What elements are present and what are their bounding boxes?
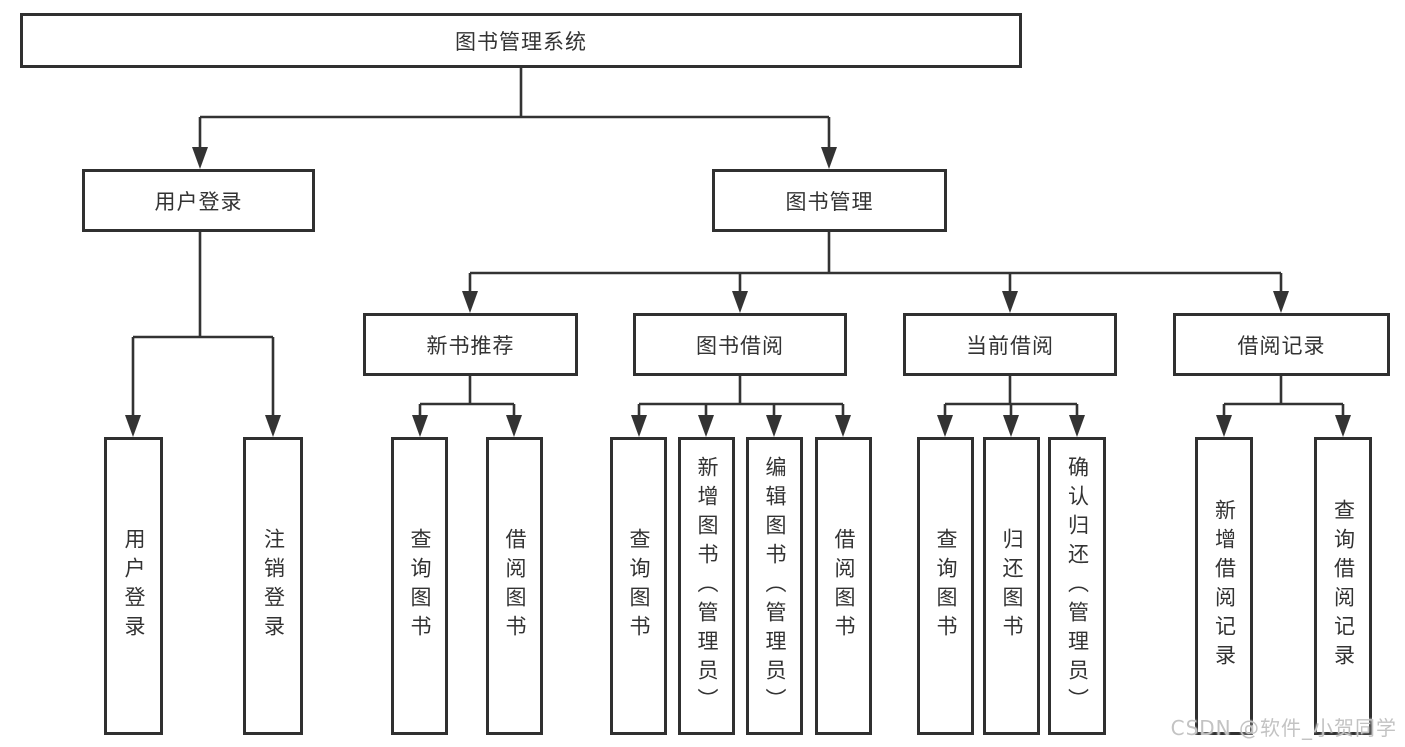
node-label: 图书管理系统 bbox=[455, 29, 587, 54]
node-label: 编辑图书（管理员） bbox=[763, 455, 788, 717]
csdn-watermark: CSDN @软件_小贺同学 bbox=[1170, 716, 1397, 740]
node-new-book-recommendation: 新书推荐 bbox=[363, 313, 578, 376]
node-borrowing-records: 借阅记录 bbox=[1173, 313, 1390, 376]
node-label: 新书推荐 bbox=[426, 333, 515, 358]
node-label: 查询图书 bbox=[627, 528, 652, 644]
node-label: 用户登录 bbox=[154, 189, 243, 214]
node-label: 确认归还（管理员） bbox=[1065, 455, 1090, 717]
node-current-borrowing: 当前借阅 bbox=[903, 313, 1117, 376]
leaf-borrow-books-recommendation: 借阅图书 bbox=[486, 437, 543, 735]
leaf-user-login: 用户登录 bbox=[104, 437, 163, 735]
node-book-borrowing: 图书借阅 bbox=[633, 313, 847, 376]
node-label: 新增图书（管理员） bbox=[695, 455, 720, 717]
leaf-borrow-books: 借阅图书 bbox=[815, 437, 872, 735]
leaf-add-book-admin: 新增图书（管理员） bbox=[678, 437, 735, 735]
node-user-login: 用户登录 bbox=[82, 169, 315, 232]
node-library-management-system: 图书管理系统 bbox=[20, 13, 1022, 68]
leaf-query-books-current: 查询图书 bbox=[917, 437, 974, 735]
node-label: 借阅图书 bbox=[503, 528, 528, 644]
leaf-logout: 注销登录 bbox=[243, 437, 303, 735]
node-label: 新增借阅记录 bbox=[1212, 499, 1237, 673]
node-label: 用户登录 bbox=[122, 528, 147, 644]
leaf-add-borrow-record: 新增借阅记录 bbox=[1195, 437, 1253, 735]
node-label: 查询图书 bbox=[934, 528, 959, 644]
node-label: 借阅图书 bbox=[832, 528, 857, 644]
leaf-query-books-recommendation: 查询图书 bbox=[391, 437, 448, 735]
leaf-query-borrow-record: 查询借阅记录 bbox=[1314, 437, 1372, 735]
node-book-management: 图书管理 bbox=[712, 169, 947, 232]
node-label: 借阅记录 bbox=[1237, 333, 1326, 358]
node-label: 查询图书 bbox=[408, 528, 433, 644]
leaf-edit-book-admin: 编辑图书（管理员） bbox=[746, 437, 803, 735]
node-label: 图书借阅 bbox=[696, 333, 784, 358]
node-label: 图书管理 bbox=[785, 189, 874, 214]
leaf-return-books: 归还图书 bbox=[983, 437, 1040, 735]
node-label: 当前借阅 bbox=[966, 333, 1054, 358]
leaf-query-books-borrowing: 查询图书 bbox=[610, 437, 667, 735]
arrowheads bbox=[125, 147, 1351, 437]
leaf-confirm-return-admin: 确认归还（管理员） bbox=[1048, 437, 1106, 735]
node-label: 归还图书 bbox=[1000, 528, 1025, 644]
node-label: 查询借阅记录 bbox=[1331, 499, 1356, 673]
node-label: 注销登录 bbox=[261, 528, 286, 644]
